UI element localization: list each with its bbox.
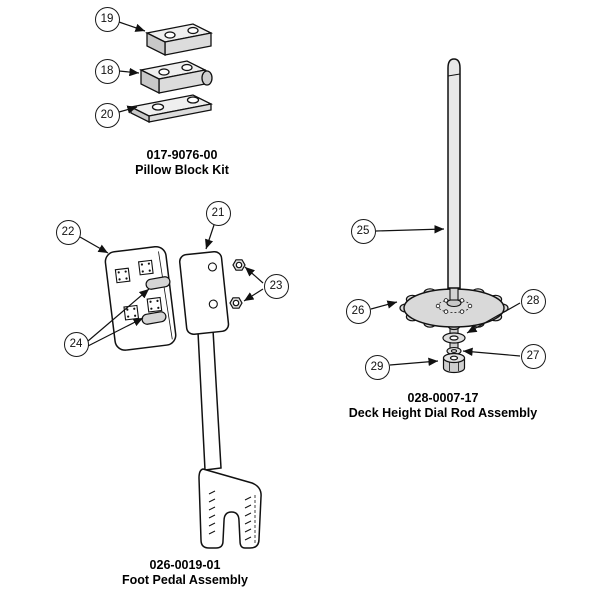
dial-bolt-holes (435, 298, 473, 314)
pedal-pad-bracket (104, 245, 177, 351)
callout-23: 23 (263, 273, 289, 299)
callout-21: 21 (205, 200, 231, 226)
dial-rod-drawing (399, 58, 509, 374)
pillow-block-part-number: 017-9076-00 (146, 148, 218, 162)
callout-19: 19 (94, 6, 120, 32)
foot-pedal-part-name: Foot Pedal Assembly (122, 573, 248, 587)
callout-18: 18 (94, 58, 120, 84)
callout-24: 24 (63, 331, 89, 357)
callout-22: 22 (55, 219, 81, 245)
foot-pedal-part-number: 026-0019-01 (149, 558, 221, 572)
callout-26: 26 (345, 298, 371, 324)
dial-rod (447, 58, 461, 301)
pillow-block-kit-drawing (128, 23, 214, 124)
pedal-treads (208, 490, 252, 541)
flat-washer (442, 332, 466, 344)
leader-lines (79, 21, 521, 366)
callout-29: 29 (364, 354, 390, 380)
pillow-block-base-plate (128, 94, 214, 124)
pedal-nut-upper (232, 259, 246, 271)
pedal-pin-upper (145, 276, 171, 290)
pillow-block-body (139, 60, 213, 95)
pillow-block-cap (145, 23, 213, 57)
callout-25: 25 (350, 218, 376, 244)
grip-pads (114, 259, 163, 321)
pedal-mount-plate (178, 250, 230, 336)
dial-rod-part-name: Deck Height Dial Rod Assembly (348, 406, 538, 420)
callout-27: 27 (520, 343, 546, 369)
callout-20: 20 (94, 102, 120, 128)
pedal-nut-lower (229, 297, 243, 309)
pedal-arm (197, 329, 262, 549)
callout-28: 28 (520, 288, 546, 314)
hex-nut (442, 352, 466, 374)
dial-rod-part-number: 028-0007-17 (407, 391, 479, 405)
pillow-block-part-name: Pillow Block Kit (135, 163, 229, 177)
foot-pedal-drawing (104, 245, 262, 549)
